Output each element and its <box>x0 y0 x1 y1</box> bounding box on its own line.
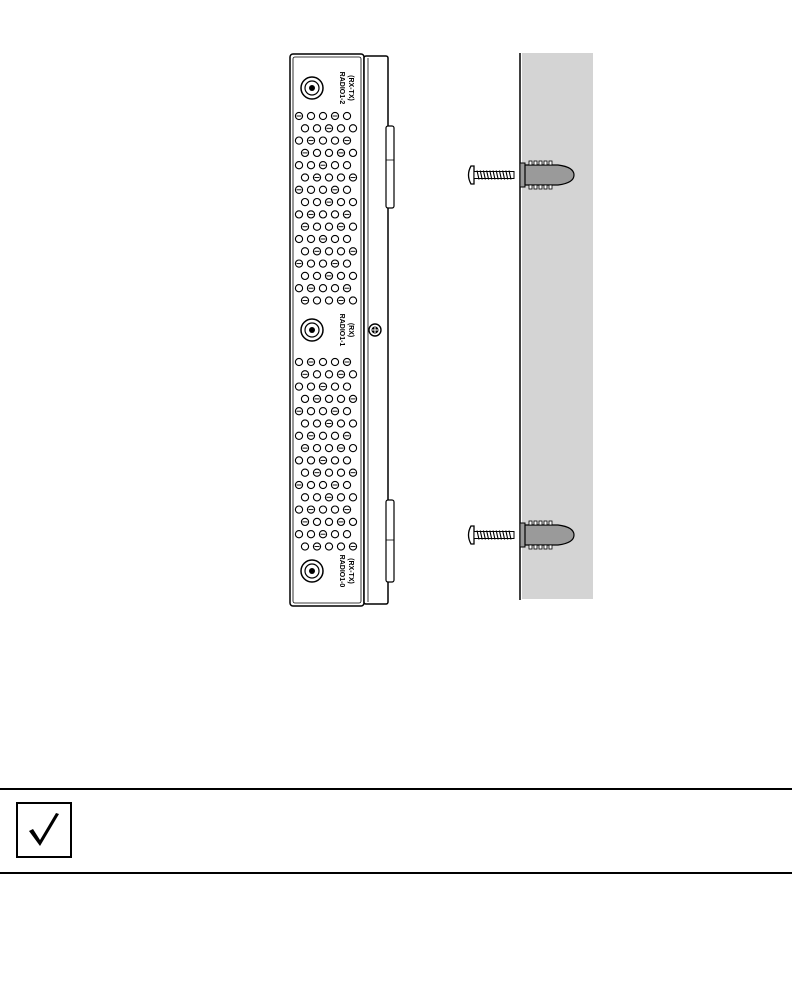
wall-section <box>520 53 593 600</box>
screw-and-anchor-icon <box>469 521 575 549</box>
wall-mount-figure: RADIO1-2 (RX-TX) RADIO1-1 (RX) RADIO1-0 … <box>0 0 792 620</box>
access-point-device: RADIO1-2 (RX-TX) RADIO1-1 (RX) RADIO1-0 … <box>290 54 394 606</box>
antenna-connector-icon <box>301 319 323 341</box>
port-label: RADIO1-1 <box>338 314 345 347</box>
port-sublabel: (RX-TX) <box>347 558 354 584</box>
port-sublabel: (RX-TX) <box>347 75 354 101</box>
antenna-connector-icon <box>301 77 323 99</box>
note-box <box>16 802 72 858</box>
note-top-rule <box>0 788 792 790</box>
screw-and-anchor-icon <box>469 161 575 189</box>
port-label: RADIO1-2 <box>338 72 345 105</box>
port-sublabel: (RX) <box>347 323 354 337</box>
port-label: RADIO1-0 <box>338 555 345 588</box>
note-bottom-rule <box>0 872 792 874</box>
antenna-connector-icon <box>301 560 323 582</box>
checkmark-icon <box>18 804 70 856</box>
rail-screw-icon <box>369 324 381 336</box>
